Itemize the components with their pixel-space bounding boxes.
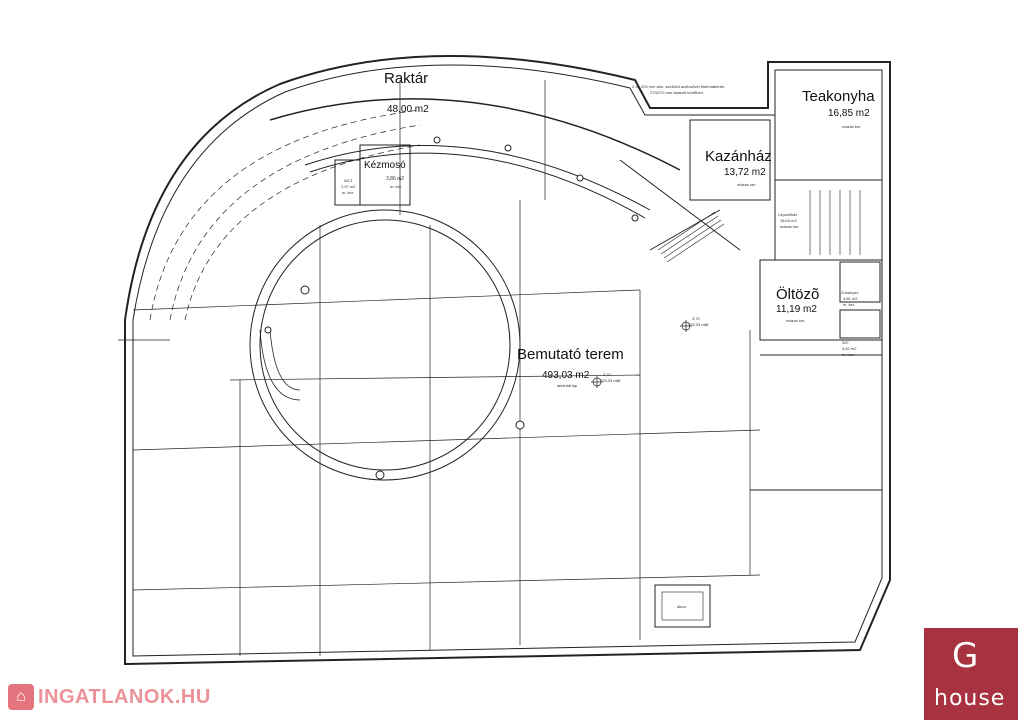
oltozo-floor: mázas ker.	[786, 318, 806, 323]
wc1-area: 1,97 m2	[341, 184, 356, 189]
wc2-area: 3,62 m2	[842, 346, 857, 351]
kezmoso-floor: m. ker.	[390, 184, 403, 189]
ventilation-note-2: 270/270 mm falazott kürtőben.	[650, 90, 705, 95]
watermark-text: INGATLANOK.HU	[38, 685, 211, 708]
oltozo-room	[759, 259, 883, 341]
raktar-name: Raktár	[384, 70, 429, 87]
wc1-floor: m. ker.	[342, 190, 355, 195]
ingatlanok-watermark: ⌂ INGATLANOK.HU	[8, 684, 211, 710]
pit-label: akna	[677, 604, 686, 609]
level-marker-1-b: 226,03 mBf	[688, 322, 709, 327]
oltozo-name: Öltözõ	[776, 286, 820, 303]
kazanhaz-floor: mázas ker.	[737, 182, 757, 187]
outer-wall-inner	[132, 64, 883, 657]
teakonyha-room	[774, 69, 883, 181]
kezmoso-name: Kézmosó	[364, 160, 406, 171]
central-circle-outer	[249, 209, 521, 481]
level-marker-2: 3,70	[603, 372, 611, 377]
pit	[654, 584, 711, 628]
wc2-room	[839, 309, 881, 339]
kazanhaz-room	[689, 119, 771, 201]
kazanhaz-area: 13,72 m2	[724, 167, 766, 178]
wc2-name: WC	[842, 340, 849, 345]
teakonyha-area: 16,85 m2	[828, 108, 870, 119]
logo-letter: G	[952, 636, 979, 676]
bemutato-floor: laminált lap	[557, 383, 578, 388]
bemutato-name: Bemutató terem	[517, 346, 624, 363]
outer-wall	[124, 55, 891, 666]
raktar-area: 48,00 m2	[387, 104, 429, 115]
house-icon: ⌂	[8, 684, 34, 710]
wc1-room	[334, 159, 361, 206]
lepcsohaz-area: 18,04 m2	[780, 218, 797, 223]
zuhanyzo-name: Zuhanyzó	[841, 290, 859, 295]
storage-outer-arc	[269, 98, 681, 171]
ghouse-logo: G house	[924, 628, 1018, 720]
level-marker-2-b: 226,03 mBf	[600, 378, 621, 383]
wc1-name: WC1	[344, 178, 353, 183]
zuhanyzo-area: 4,81 m2	[843, 296, 858, 301]
zuhanyzo-floor: m. ker.	[843, 302, 856, 307]
ventilation-note: 2 db 225 mm átm. szellőző acélcsővel föd…	[632, 84, 726, 89]
teakonyha-name: Teakonyha	[802, 88, 875, 105]
kazanhaz-name: Kazánház	[705, 148, 772, 165]
level-marker-1: 3,70	[692, 316, 700, 321]
shower-room	[839, 261, 881, 303]
teakonyha-floor: mázas ker.	[842, 124, 862, 129]
kezmoso-area: 3,86 m2	[386, 176, 405, 182]
logo-word: house	[934, 686, 1006, 711]
oltozo-area: 11,19 m2	[776, 304, 817, 315]
bemutato-area: 493,03 m2	[542, 370, 590, 381]
lepcsohaz-name: Lépcsőház	[778, 212, 798, 217]
dashed-arc-outer	[149, 109, 421, 321]
wc2-floor: m. ker.	[842, 352, 855, 357]
storage-inner-arc	[304, 144, 651, 211]
central-circle-inner	[259, 219, 511, 471]
lepcsohaz-floor: mázas ker.	[780, 224, 800, 229]
